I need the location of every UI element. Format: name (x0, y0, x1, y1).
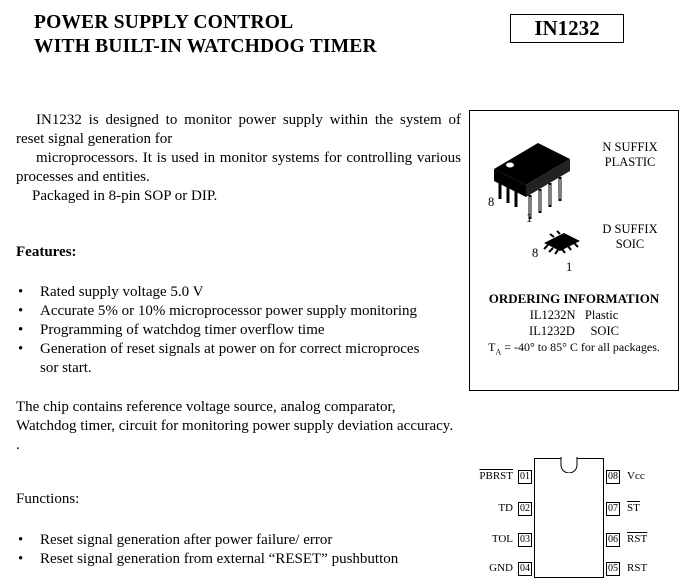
feature-item: Accurate 5% or 10% microprocessor power … (16, 302, 461, 321)
soic-pin-8-label: 8 (532, 246, 539, 260)
chip-body (534, 458, 604, 578)
title-line-2: WITH BUILT-IN WATCHDOG TIMER (34, 36, 377, 57)
pin-label-rst-bar: RST (627, 533, 648, 545)
pin-number-04: 04 (518, 562, 532, 576)
soic-package-icon (543, 230, 580, 255)
dip-pin-8-label: 8 (488, 195, 495, 209)
soic-pin-1-label: 1 (566, 260, 573, 274)
soic-suffix: D SUFFIX SOIC (590, 222, 670, 252)
functions-heading: Functions: (16, 491, 80, 507)
chip-description-line-3: . (16, 437, 20, 453)
dip-suffix-type: PLASTIC (604, 155, 656, 169)
pin-label-gnd: GND (489, 562, 513, 574)
functions-list: Reset signal generation after power fail… (16, 531, 471, 569)
pin-label-vcc: Vcc (627, 470, 645, 482)
pin-number-07: 07 (606, 502, 620, 516)
pinout-diagram: PBRST 01 TD 02 TOL 03 GND 04 08 Vcc 07 S… (470, 456, 699, 578)
temp-subscript: A (495, 347, 502, 357)
ordering-row: IL1232N Plastic (470, 307, 678, 323)
features-list: Rated supply voltage 5.0 V Accurate 5% o… (16, 283, 461, 378)
pin-number-03: 03 (518, 533, 532, 547)
pin-label-rst: RST (627, 562, 648, 574)
pin-label-st: ST (627, 502, 640, 514)
pin-number-08: 08 (606, 470, 620, 484)
pin-number-01: 01 (518, 470, 532, 484)
title-line-1: POWER SUPPLY CONTROL (34, 12, 294, 33)
description: IN1232 is designed to monitor power supp… (16, 111, 461, 206)
ordering-part: IL1232D (529, 324, 575, 338)
function-item: Reset signal generation from external “R… (16, 550, 471, 569)
features-heading: Features: (16, 244, 77, 260)
pin-label-td: TD (498, 502, 513, 514)
pin-label-pbrst: PBRST (479, 470, 513, 482)
feature-item: Programming of watchdog timer overflow t… (16, 321, 461, 340)
dip-pin-1-label: 1 (526, 211, 533, 225)
ordering-pkg: Plastic (584, 308, 619, 322)
ordering-pkg: SOIC (590, 324, 619, 338)
soic-suffix-type: SOIC (615, 237, 645, 251)
description-line-1: IN1232 is designed to monitor power supp… (16, 112, 461, 147)
description-line-3: Packaged in 8-pin SOP or DIP. (32, 188, 218, 204)
ordering-row: IL1232D SOIC (470, 323, 678, 339)
description-line-2: microprocessors. It is used in monitor s… (16, 150, 461, 185)
chip-description-line-1: The chip contains reference voltage sour… (16, 399, 396, 415)
chip-notch-icon (560, 457, 578, 473)
pin-number-05: 05 (606, 562, 620, 576)
dip-suffix: N SUFFIX PLASTIC (590, 140, 670, 170)
package-info-box: 8 1 N SUFFIX PLASTIC 8 1 D SUFFIX SOIC O… (469, 110, 679, 391)
temp-text: = -40° to 85° C for all packages. (501, 340, 660, 354)
temperature-range: TA = -40° to 85° C for all packages. (470, 339, 678, 360)
pin-number-02: 02 (518, 502, 532, 516)
ordering-heading: ORDERING INFORMATION (488, 291, 660, 306)
document-title: POWER SUPPLY CONTROL WITH BUILT-IN WATCH… (34, 11, 377, 59)
temp-symbol: T (488, 340, 496, 354)
soic-suffix-name: D SUFFIX (602, 222, 658, 236)
function-item: Reset signal generation after power fail… (16, 531, 471, 550)
pin-number-06: 06 (606, 533, 620, 547)
dip-suffix-name: N SUFFIX (602, 140, 658, 154)
part-number-box: IN1232 (510, 14, 624, 43)
chip-description: The chip contains reference voltage sour… (16, 398, 496, 455)
dip-package-icon (494, 143, 570, 219)
feature-item: Generation of reset signals at power on … (16, 340, 461, 378)
feature-item: Rated supply voltage 5.0 V (16, 283, 461, 302)
pin-label-tol: TOL (491, 533, 513, 545)
ordering-part: IL1232N (529, 308, 576, 322)
chip-description-line-2: Watchdog timer, circuit for monitoring p… (16, 418, 454, 434)
ordering-info: ORDERING INFORMATION IL1232N Plastic IL1… (470, 291, 678, 360)
